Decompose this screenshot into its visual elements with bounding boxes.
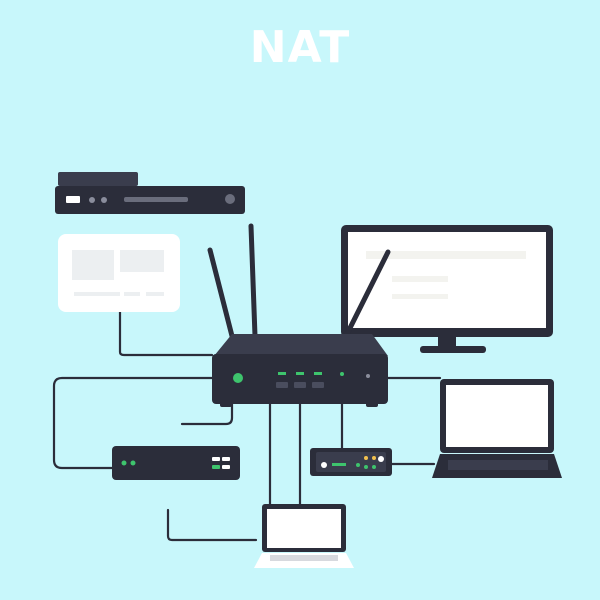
switch-left-led-2 <box>131 461 136 466</box>
router-foot-right <box>366 402 378 407</box>
router-led-dot <box>340 372 344 376</box>
switch-right-led-bar <box>332 463 346 466</box>
rack-server-top-lip <box>58 172 138 186</box>
rack-server-led-1 <box>89 197 95 203</box>
router-antenna-left <box>210 250 232 336</box>
rack-server-led-2 <box>101 197 107 203</box>
bottom-laptop[interactable] <box>254 504 354 568</box>
rack-server[interactable] <box>55 172 245 214</box>
switch-left-port-3 <box>212 465 220 469</box>
monitor-stand <box>420 346 486 353</box>
desktop-monitor[interactable] <box>341 225 553 353</box>
cable-tablet-router <box>120 312 212 355</box>
tablet-display[interactable] <box>58 234 180 312</box>
switch-right-led-2 <box>364 456 368 460</box>
cable-bottom-laptop-left <box>168 510 256 540</box>
switch-right-port-icon <box>321 462 327 468</box>
router-foot-left <box>220 402 232 407</box>
router-led-bar-2 <box>296 372 304 375</box>
switch-right-led-5 <box>372 465 376 469</box>
monitor-line-2 <box>392 276 448 282</box>
router-port-3 <box>312 382 324 388</box>
router-antenna-middle <box>251 226 255 336</box>
router-power-led <box>233 373 243 383</box>
switch-left-port-4 <box>222 465 230 469</box>
tablet-block-2 <box>120 250 164 272</box>
right-laptop-keys <box>448 460 548 470</box>
rack-server-slot <box>66 196 80 203</box>
router-led-bar-1 <box>278 372 286 375</box>
router-top-face <box>214 334 388 356</box>
switch-left-port-1 <box>212 457 220 461</box>
switch-right-inset <box>316 452 386 472</box>
bottom-laptop-keys <box>270 555 338 561</box>
rack-server-display <box>124 197 188 202</box>
right-laptop-screen <box>446 385 548 447</box>
switch-left-led-1 <box>122 461 127 466</box>
network-switch-left[interactable] <box>112 446 240 480</box>
switch-right-led-3 <box>372 456 376 460</box>
switch-right-led-4 <box>364 465 368 469</box>
network-switch-right[interactable] <box>310 448 392 476</box>
rack-server-power-icon <box>225 194 235 204</box>
monitor-neck <box>438 337 456 347</box>
switch-right-power-icon <box>378 456 384 462</box>
switch-left-port-2 <box>222 457 230 461</box>
tablet-line-1 <box>74 292 120 296</box>
bottom-laptop-screen <box>267 509 341 548</box>
tablet-line-2 <box>124 292 140 296</box>
router-reset-led <box>366 374 370 378</box>
router-port-1 <box>276 382 288 388</box>
right-laptop[interactable] <box>432 379 562 478</box>
switch-right-led-1 <box>356 463 360 467</box>
tablet-block-1 <box>72 250 114 280</box>
router-led-bar-3 <box>314 372 322 375</box>
tablet-line-3 <box>146 292 164 296</box>
router-port-2 <box>294 382 306 388</box>
monitor-line-3 <box>392 294 448 299</box>
